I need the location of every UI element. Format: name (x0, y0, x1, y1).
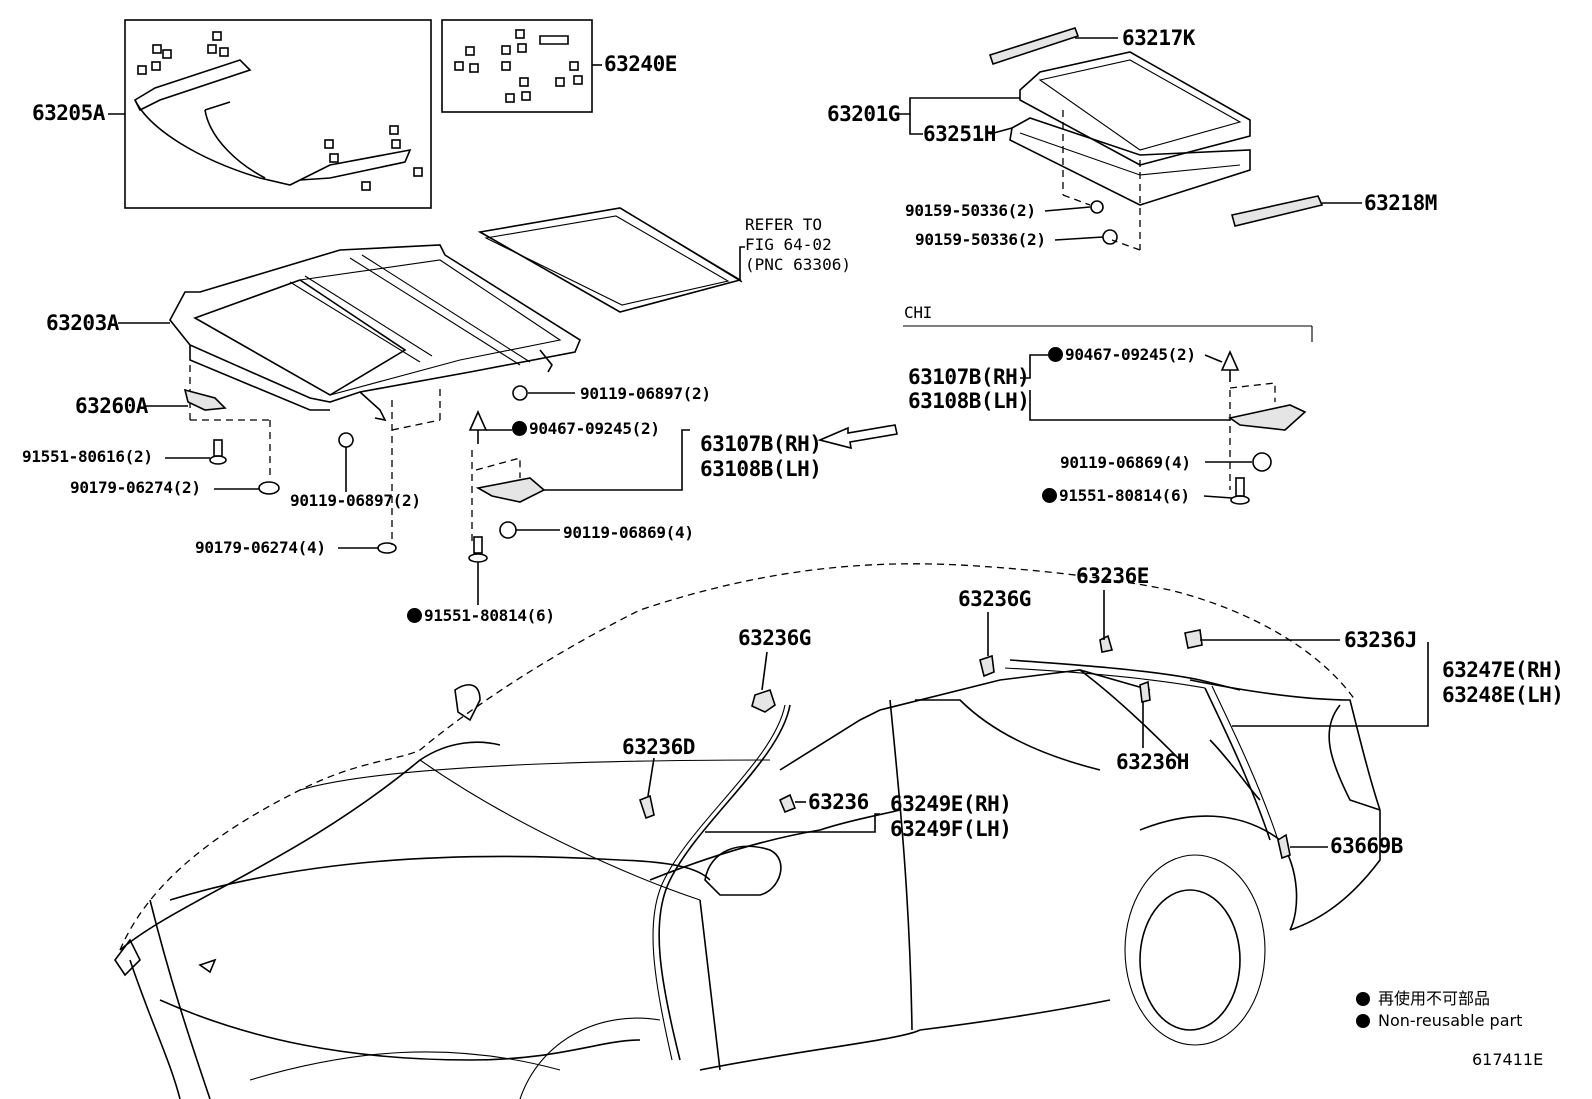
label-90119-06869-b: 90119-06869(4) (1060, 453, 1191, 472)
label-63247E: 63247E(RH) (1442, 658, 1564, 682)
label-90467-09245-b-text: 90467-09245(2) (1065, 345, 1196, 364)
legend-jp-text: 再使用不可部品 (1378, 989, 1491, 1008)
legend-jp: 再使用不可部品 (1356, 985, 1490, 1009)
label-90467-09245-a: 90467-09245(2) (512, 421, 660, 437)
label-90159-50336-b: 90159-50336(2) (915, 230, 1046, 249)
label-90119-06869-a: 90119-06869(4) (563, 523, 694, 542)
kit-box-63240E (441, 19, 593, 113)
label-90159-50336-a: 90159-50336(2) (905, 201, 1036, 220)
label-63236E: 63236E (1076, 564, 1149, 588)
label-63217K: 63217K (1122, 26, 1195, 50)
non-reusable-dot (512, 421, 527, 436)
non-reusable-dot (1048, 347, 1063, 362)
kit-63205A-parts (133, 31, 423, 191)
label-91551-80616: 91551-80616(2) (22, 447, 153, 466)
kit-63240E-parts (454, 29, 583, 103)
legend-dot (1356, 1014, 1370, 1028)
label-91551-80814-a: 91551-80814(6) (407, 608, 555, 624)
label-63108B-a: 63108B(LH) (700, 457, 822, 481)
label-90119-06897-b: 90119-06897(2) (580, 384, 711, 403)
leader-lines (108, 37, 1429, 848)
label-63249F: 63249F(LH) (890, 817, 1012, 841)
label-90119-06897-a: 90119-06897(2) (290, 491, 421, 510)
label-63218M: 63218M (1364, 191, 1437, 215)
non-reusable-dot (1042, 488, 1057, 503)
label-63251H: 63251H (923, 122, 996, 146)
label-63236: 63236 (808, 790, 869, 814)
hinge-center (468, 410, 546, 563)
label-chi: CHI (904, 303, 932, 322)
frame-fasteners (183, 385, 528, 554)
label-63203A: 63203A (46, 311, 119, 335)
sunroof-frame (169, 207, 743, 422)
label-91551-80814-b: 91551-80814(6) (1042, 488, 1190, 504)
label-63240E: 63240E (604, 52, 677, 76)
refer-line-3: (PNC 63306) (745, 255, 851, 274)
frame-dashed-guides (189, 365, 441, 545)
refer-line-2: FIG 64-02 (745, 235, 832, 254)
label-63236D: 63236D (622, 735, 695, 759)
kit-box-63205A (124, 19, 432, 209)
figure-id: 617411E (1472, 1050, 1544, 1069)
label-63249E: 63249E(RH) (890, 792, 1012, 816)
label-91551-80814-b-text: 91551-80814(6) (1059, 486, 1190, 505)
refer-line-1: REFER TO (745, 215, 823, 234)
direction-arrow (817, 424, 898, 450)
glass-assembly (988, 27, 1324, 251)
legend-dot (1356, 992, 1370, 1006)
label-91551-80814-a-text: 91551-80814(6) (424, 606, 555, 625)
label-63236G-b: 63236G (738, 626, 811, 650)
vehicle-outline (114, 563, 1381, 1099)
refer-note: REFER TO FIG 64-02 (PNC 63306) (745, 215, 851, 275)
label-63236J: 63236J (1344, 628, 1417, 652)
label-63236G-a: 63236G (958, 587, 1031, 611)
label-63260A: 63260A (75, 394, 148, 418)
label-63201G: 63201G (827, 102, 900, 126)
label-90467-09245-b: 90467-09245(2) (1048, 347, 1196, 363)
label-90179-06274-a: 90179-06274(2) (70, 478, 201, 497)
label-63669B: 63669B (1330, 834, 1403, 858)
label-63107B-b: 63107B(RH) (908, 365, 1030, 389)
hinge-chi (903, 325, 1313, 505)
vehicle-clips (639, 629, 1291, 860)
label-90467-09245-a-text: 90467-09245(2) (529, 419, 660, 438)
label-63236H: 63236H (1116, 750, 1189, 774)
label-90179-06274-b: 90179-06274(4) (195, 538, 326, 557)
label-63205A: 63205A (32, 101, 105, 125)
label-63108B-b: 63108B(LH) (908, 389, 1030, 413)
label-63107B-a: 63107B(RH) (700, 432, 822, 456)
label-63248E: 63248E(LH) (1442, 683, 1564, 707)
legend-en-text: Non-reusable part (1378, 1011, 1523, 1030)
non-reusable-dot (407, 608, 422, 623)
legend-en: Non-reusable part (1356, 1011, 1522, 1030)
